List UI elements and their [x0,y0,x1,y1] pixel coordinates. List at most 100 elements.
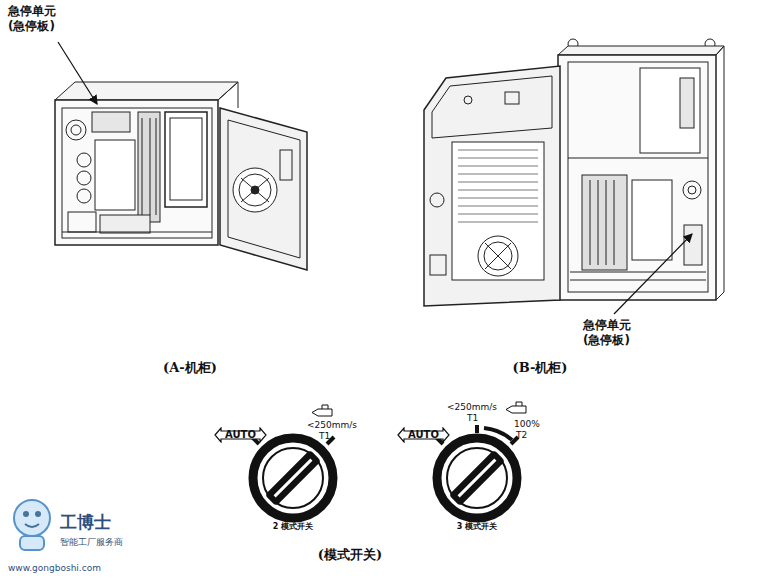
line-art [614,180,615,265]
line-art [449,450,506,507]
switch-caption: 2 模式开关 [273,522,313,532]
watermark-logo [14,500,50,550]
line-art [23,511,29,517]
line-art [170,118,202,200]
figure-caption: (B-机柜) [513,360,568,376]
line-art [92,112,130,132]
line-art [459,460,496,497]
line-art [606,180,607,265]
line-art [62,108,212,238]
line-art [724,46,725,292]
switch-caption: 3 模式开关 [457,522,497,532]
line-art [452,142,544,280]
line-art [458,150,538,151]
line-art [142,118,143,215]
figure-caption: (模式开关) [318,547,382,563]
line-art [716,292,724,300]
line-art [95,140,135,210]
mode-label: T1 [467,413,478,424]
line-art [238,82,239,108]
line-art [253,438,333,518]
line-art [275,460,312,497]
line-art [55,100,218,245]
line-art [77,189,91,203]
double-arrow-outline [398,428,449,442]
line-art [484,242,512,270]
watermark: www.gongboshi.com [8,563,101,574]
line-art [239,174,271,206]
line-art [218,82,238,100]
line-art [430,255,446,275]
leader-line [614,234,692,314]
line-art [449,450,506,507]
watermark: 智能工厂服务商 [60,537,123,548]
line-art [478,236,518,276]
line-art [458,166,538,167]
line-art [458,214,538,215]
leader-line [58,42,97,104]
line-art [558,55,716,300]
line-art [228,120,300,258]
line-art [35,511,41,517]
line-art [475,425,479,433]
mode-box: AUTO [397,427,450,443]
watermark: 工博士 [60,512,111,533]
line-art [485,243,511,269]
line-art [558,46,724,55]
line-art [66,120,86,140]
line-art [505,92,519,104]
line-art [165,112,207,207]
line-art [156,118,157,215]
cabinet-b [424,39,724,306]
mode-text: AUTO [214,430,267,440]
line-art [77,153,91,167]
line-art [71,125,81,135]
line-art [62,232,212,233]
mode-text: AUTO [397,430,450,440]
line-art [312,405,332,416]
line-art [458,150,538,222]
line-art [458,206,538,207]
line-art [570,272,706,273]
line-art [220,108,307,270]
line-art [458,158,538,159]
line-art [598,180,599,265]
line-art [77,171,91,185]
line-art [68,212,96,232]
double-arrow-outline [215,428,266,442]
line-art [432,76,552,138]
line-art [458,190,538,191]
line-art [688,186,696,194]
line-art [632,180,672,260]
line-art [55,82,238,100]
line-art [464,96,472,104]
line-art [20,536,44,550]
line-art [582,175,627,270]
line-art [684,225,702,265]
line-art [458,198,538,199]
line-art [100,215,150,233]
line-art [590,180,591,265]
line-art [233,168,277,212]
callout-label: 急停单元 (急停板) [8,4,68,34]
line-art [716,46,724,55]
line-art [150,118,151,215]
percent-label: 100% [514,419,540,430]
line-art [506,402,526,413]
line-art [458,222,538,223]
mode-label: T1 [319,431,330,442]
line-art [263,448,323,508]
line-art [570,280,706,281]
figure-caption: (A-机柜) [163,360,217,376]
line-art [458,182,538,183]
line-art [265,450,322,507]
line-art [640,68,700,153]
cabinet-a [55,82,307,270]
mode-box: AUTO [214,427,267,443]
line-art [447,448,507,508]
line-art [568,62,708,292]
mode-label: T2 [516,430,527,441]
line-art [437,438,517,518]
line-art [14,500,50,536]
